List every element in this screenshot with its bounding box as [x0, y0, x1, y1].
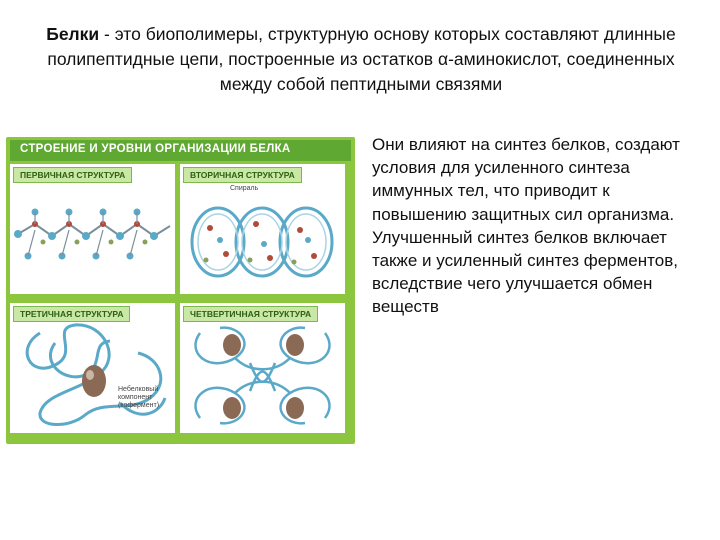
- spiral-label: Спираль: [230, 185, 259, 192]
- poster-title: СТРОЕНИЕ И УРОВНИ ОРГАНИЗАЦИИ БЕЛКА: [20, 143, 291, 155]
- secondary-structure-label: ВТОРИЧНАЯ СТРУКТУРА: [183, 167, 302, 183]
- protein-structure-poster: СТРОЕНИЕ И УРОВНИ ОРГАНИЗАЦИИ БЕЛКА: [6, 137, 355, 444]
- panel-secondary-structure: ВТОРИЧНАЯ СТРУКТУРА Спираль: [180, 164, 345, 294]
- tertiary-fold-illustration: [25, 323, 167, 426]
- helix-illustration: [190, 206, 334, 278]
- heading-paragraph: Белки - это биополимеры, структурную осн…: [30, 22, 692, 97]
- panel-quaternary-structure: ЧЕТВЕРТИЧНАЯ СТРУКТУРА: [180, 303, 345, 433]
- primary-chain-illustration: [14, 208, 171, 260]
- tertiary-structure-label: ТРЕТИЧНАЯ СТРУКТУРА: [13, 306, 131, 322]
- quaternary-complex-illustration: [194, 326, 331, 425]
- heading-definition: - это биополимеры, структурную основу ко…: [47, 24, 676, 94]
- panel-tertiary-structure: ТРЕТИЧНАЯ СТРУКТУРА Небелковый компонент…: [10, 303, 175, 433]
- side-paragraph: Они влияют на синтез белков, создают усл…: [372, 135, 680, 317]
- panel-primary-structure: ПЕРВИЧНАЯ СТРУКТУРА: [10, 164, 175, 294]
- heading-term: Белки: [46, 24, 100, 44]
- poster-title-band: [10, 140, 351, 161]
- cofactor-label: Небелковый компонент (кофермент): [118, 386, 160, 409]
- quaternary-structure-label: ЧЕТВЕРТИЧНАЯ СТРУКТУРА: [183, 306, 319, 322]
- primary-structure-label: ПЕРВИЧНАЯ СТРУКТУРА: [13, 167, 133, 183]
